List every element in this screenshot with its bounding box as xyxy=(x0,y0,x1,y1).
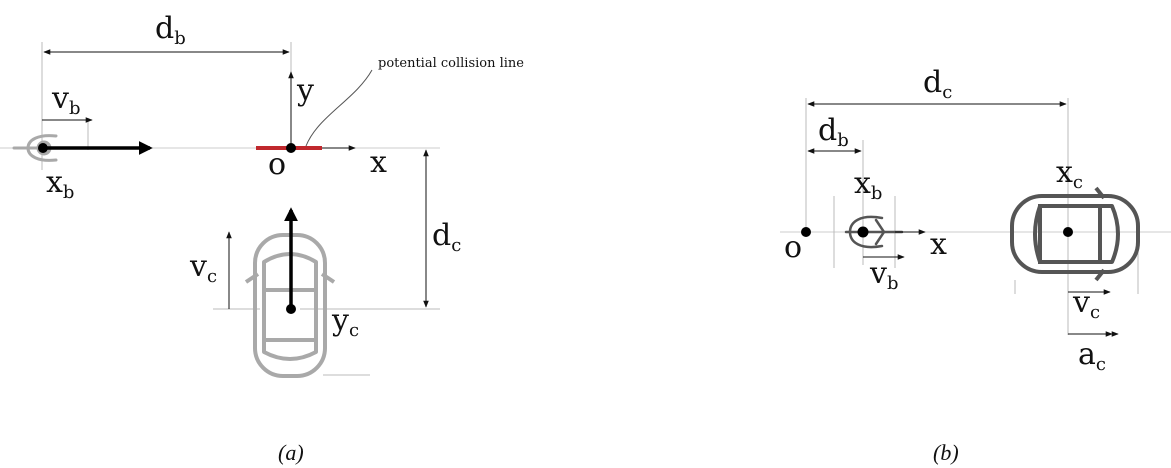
d-b-label: db xyxy=(155,11,186,49)
d-c-label: dc xyxy=(432,218,461,256)
origin-dot xyxy=(801,227,811,237)
x-axis-label: x xyxy=(370,145,387,180)
v-c-label: vc xyxy=(189,249,217,287)
d-b-label: db xyxy=(818,113,849,151)
v-b-label: vb xyxy=(869,256,898,294)
car-icon xyxy=(1010,186,1140,282)
d-c-label: dc xyxy=(923,65,952,103)
bicycle-icon xyxy=(844,215,904,249)
v-b-label: vb xyxy=(51,81,80,119)
origin-label: o xyxy=(268,147,286,182)
x-b-label: xb xyxy=(854,166,882,204)
collision-leader-line xyxy=(305,69,373,147)
caption-a: (a) xyxy=(278,440,304,465)
bicycle-center-dot xyxy=(857,226,869,238)
panel-b: dc db xb xc o x vb xyxy=(780,65,1171,465)
y-c-label: yc xyxy=(331,303,359,341)
caption-b: (b) xyxy=(933,440,959,465)
panel-a: db vb xb y x o potential collision line … xyxy=(0,11,524,465)
y-axis-label: y xyxy=(296,73,314,108)
x-b-label: xb xyxy=(46,165,74,203)
origin-label: o xyxy=(784,230,802,265)
origin-dot xyxy=(286,143,296,153)
v-c-label: vc xyxy=(1072,285,1100,323)
x-c-label: xc xyxy=(1056,155,1083,193)
car-center-dot xyxy=(1063,227,1073,237)
x-axis-label: x xyxy=(930,227,947,262)
collision-line-label: potential collision line xyxy=(378,56,524,71)
a-c-label: ac xyxy=(1078,337,1106,375)
